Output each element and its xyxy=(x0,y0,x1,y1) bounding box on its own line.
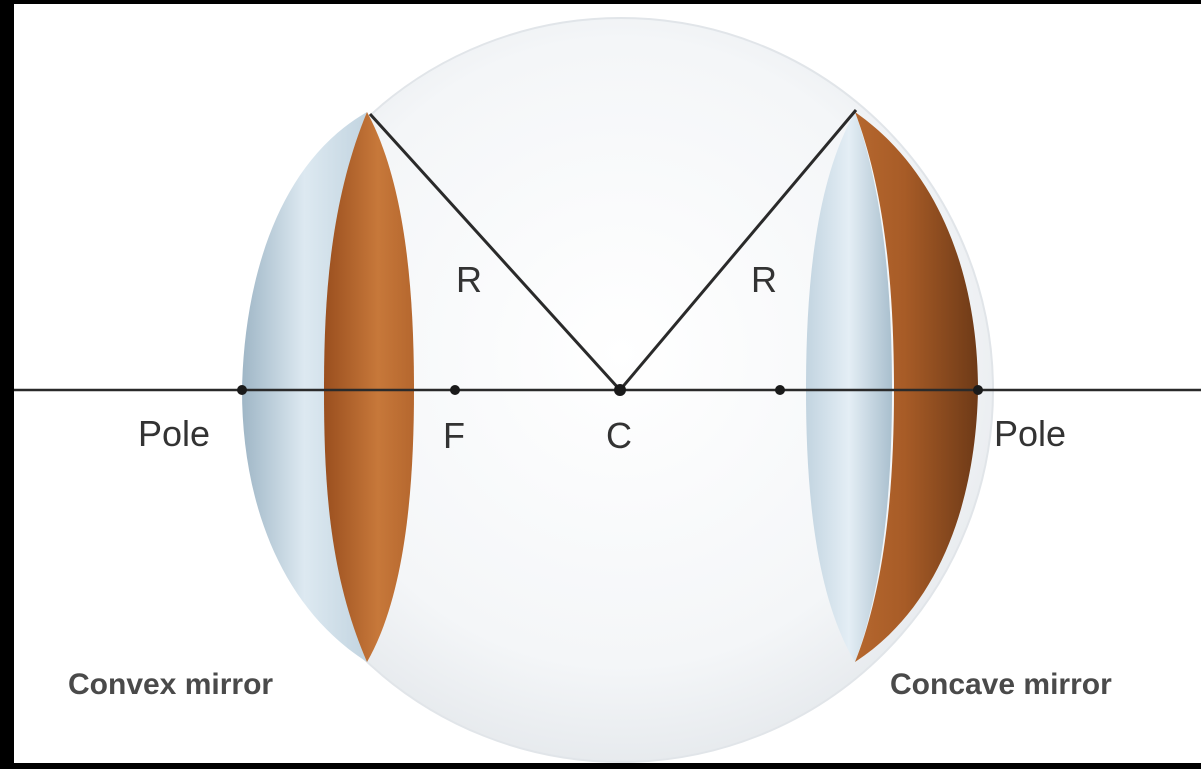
concave-mirror-caption: Concave mirror xyxy=(890,668,1112,701)
centre-point xyxy=(614,384,626,396)
focus-point xyxy=(450,385,460,395)
focus-point-right xyxy=(775,385,785,395)
radius-label-right: R xyxy=(751,259,777,300)
convex-mirror xyxy=(242,112,414,662)
radius-line-left xyxy=(368,112,622,392)
pole-label-left: Pole xyxy=(138,413,211,454)
convex-mirror-caption: Convex mirror xyxy=(68,668,274,701)
pole-label-right: Pole xyxy=(994,413,1067,454)
diagram-panel: R R Pole F C Pole Convex mirror Concave … xyxy=(14,4,1201,763)
radius-line-right xyxy=(618,109,858,391)
concave-mirror-silvering xyxy=(855,112,978,662)
focus-label: F xyxy=(443,415,465,456)
convex-mirror-glass xyxy=(242,112,367,662)
pole-point-right xyxy=(973,385,983,395)
spherical-mirrors-diagram xyxy=(14,17,1201,763)
concave-mirror-glass xyxy=(806,112,892,662)
concave-mirror xyxy=(806,112,978,662)
convex-mirror-silvering xyxy=(324,112,414,662)
pole-point-left xyxy=(237,385,247,395)
centre-label: C xyxy=(606,415,632,456)
radius-label-left: R xyxy=(456,259,482,300)
